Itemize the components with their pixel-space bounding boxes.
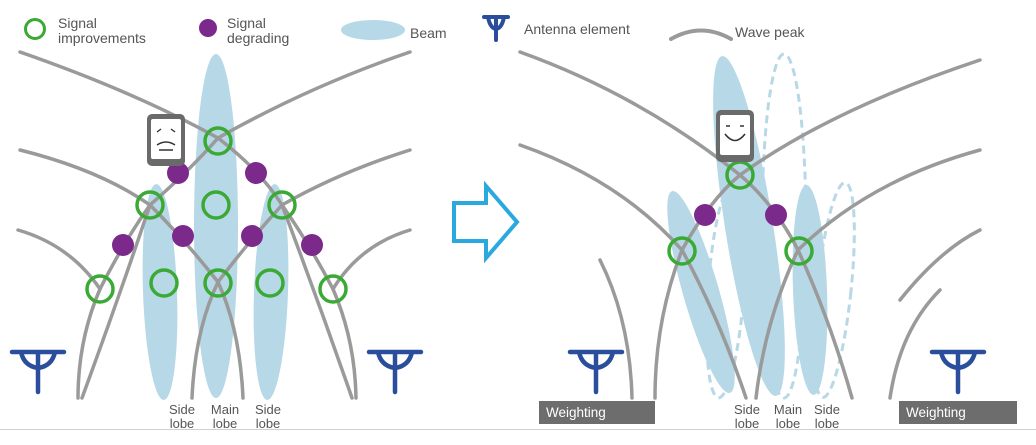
signal-improvement-marker	[149, 268, 179, 298]
face	[724, 125, 746, 142]
beam-side-lobe	[667, 190, 735, 394]
signal-improvement-marker	[318, 274, 348, 304]
legend-antenna-element: Antenna element	[524, 21, 630, 37]
antenna-shape	[567, 349, 625, 395]
wave-peak-arc	[754, 248, 800, 400]
wave-peak-arc	[738, 58, 982, 177]
signal-degrading-marker	[765, 204, 787, 226]
signal-improvement-marker	[667, 236, 697, 266]
left-side-lobe-label-1: Side lobe	[168, 402, 196, 431]
phone-screen	[720, 115, 750, 155]
signal-improvement-marker	[85, 274, 115, 304]
wave-peak-arc	[80, 203, 152, 400]
signal-improvement-marker	[267, 190, 297, 220]
beams-right	[667, 52, 856, 400]
legend-graphics	[24, 15, 733, 42]
wave-peak-arc	[796, 248, 854, 400]
beam-ghost-side	[812, 181, 856, 399]
legend-wave-icon	[669, 28, 733, 41]
wave-peak-arc	[216, 280, 245, 400]
right-side-lobe-label-1: Side lobe	[733, 402, 761, 431]
signal-improvement-marker	[784, 236, 814, 266]
wave-peak-arc	[680, 248, 748, 400]
weighting-box-right: Weighting	[899, 401, 1017, 424]
happy-phone-icon	[716, 110, 754, 162]
wave-peak-arc	[598, 258, 634, 400]
signal-degrading-marker	[241, 225, 263, 247]
wave-peak-arc	[18, 148, 152, 207]
signal-degrading-marker	[112, 234, 134, 256]
signal-improvement-marker	[135, 190, 165, 220]
wave-peak-arc	[898, 228, 982, 302]
antenna-shape	[366, 349, 424, 395]
signal-improvement-marker	[203, 268, 233, 298]
legend-wave-peak: Wave peak	[735, 24, 805, 40]
signal-degrading-marker	[301, 234, 323, 256]
markers	[85, 126, 814, 304]
antenna-icon	[929, 349, 987, 395]
sad-phone-icon	[147, 114, 185, 166]
signal-improvement-marker	[255, 268, 285, 298]
legend-signal-degrading: Signal degrading	[227, 15, 290, 46]
weighting-box-left: Weighting	[539, 401, 655, 424]
wave-peak-arc	[280, 203, 354, 400]
wave-peak-arc	[280, 148, 412, 207]
wave-peak-arc	[16, 228, 102, 291]
arrow-shape	[452, 180, 520, 264]
left-side-lobe-label-2: Side lobe	[254, 402, 282, 431]
antenna-icon	[567, 349, 625, 395]
wave-peak-arc	[216, 50, 412, 140]
signal-degrading-marker	[245, 162, 267, 184]
antenna-shape	[929, 349, 987, 395]
signal-improvement-marker	[201, 190, 231, 220]
phones	[147, 110, 754, 166]
wave-peak-arc	[18, 50, 220, 140]
beam-ghost-main	[760, 52, 808, 400]
beams-left	[142, 54, 289, 400]
antenna-icon	[9, 349, 67, 395]
wave-peak-arc	[190, 280, 220, 400]
legend-beam-icon	[341, 20, 405, 40]
right-arrow-icon	[452, 180, 520, 264]
wave-peak-arc	[331, 228, 412, 291]
signal-degrading-marker	[694, 204, 716, 226]
left-main-lobe-label: Main lobe	[210, 402, 240, 431]
phone-screen	[151, 119, 181, 159]
right-main-lobe-label: Main lobe	[773, 402, 803, 431]
beam-side-lobe	[142, 184, 178, 400]
signal-degrading-marker	[167, 162, 189, 184]
signal-degrading-marker	[172, 225, 194, 247]
antenna-icon	[366, 349, 424, 395]
antenna-shape	[9, 349, 67, 395]
beam-side-lobe	[792, 185, 828, 395]
legend-signal-improvements: Signal improvements	[58, 15, 146, 46]
legend-beam: Beam	[410, 25, 447, 41]
wave-peak-arc	[518, 143, 684, 252]
wave-peak-arc	[653, 248, 684, 400]
right-side-lobe-label-2: Side lobe	[813, 402, 841, 431]
legend-antenna-icon	[482, 15, 510, 42]
wave-peak-arc	[796, 148, 982, 252]
legend-degrading-icon	[199, 19, 217, 37]
waves-right	[518, 50, 982, 400]
face	[156, 128, 176, 151]
beam-ghost-side	[705, 180, 747, 400]
antennas	[9, 349, 987, 395]
beam-main-lobe	[194, 54, 238, 398]
baseline-divider	[0, 429, 1036, 430]
wave-peak-arc	[888, 288, 942, 400]
signal-improvement-marker	[203, 126, 233, 156]
legend-improvement-icon	[24, 18, 46, 40]
wave-peak-arc	[518, 50, 742, 177]
